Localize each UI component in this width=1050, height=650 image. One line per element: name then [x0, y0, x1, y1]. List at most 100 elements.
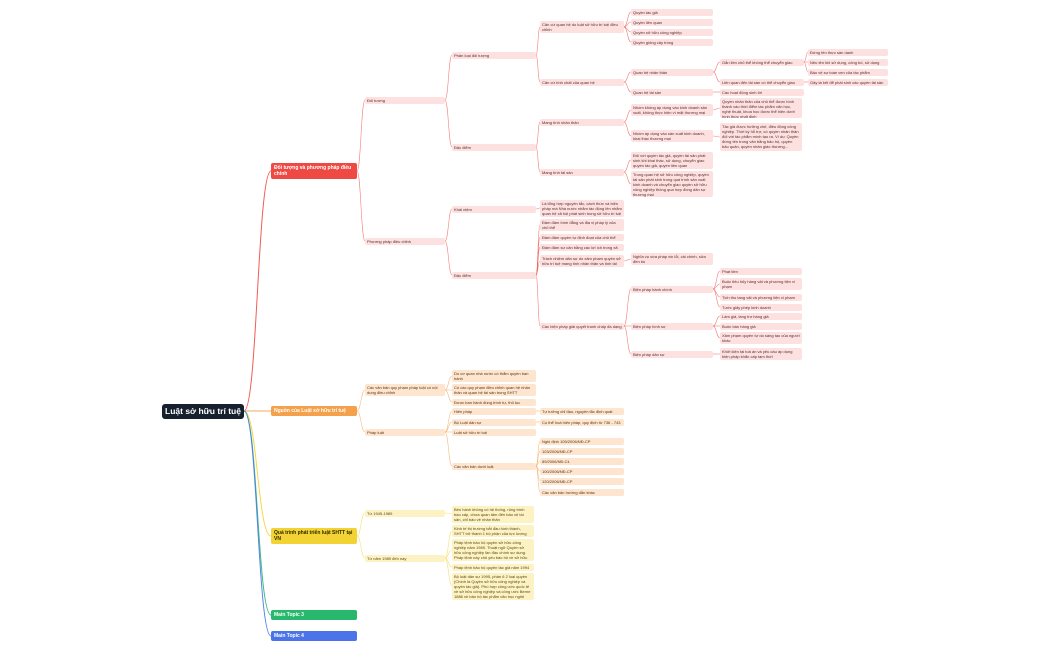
topic-qn1[interactable]: Gắn liền chủ thể không thể chuyển giao	[720, 58, 804, 66]
topic-d1d[interactable]: Tước giấy phép kinh doanh	[720, 303, 802, 311]
connector-d1b	[712, 283, 721, 290]
topic-c2a[interactable]: Đảm đảm bình đẳng và địa vị pháp lý của …	[540, 219, 624, 231]
topic-b1a1[interactable]: Quyền nhân thân của chủ thể được hình th…	[720, 98, 802, 118]
connector-c1	[444, 208, 453, 242]
topic-b2a[interactable]: Đối với quyền tác giả, quyền tài sản phá…	[631, 151, 713, 169]
connector-e2d	[444, 431, 453, 467]
connector-qn2	[712, 71, 721, 83]
topic-q3[interactable]: Quyền sở hữu công nghiệp	[631, 28, 713, 36]
topic-t5[interactable]: Main Topic 4	[271, 631, 357, 641]
topic-a2[interactable]: Phương pháp điều chỉnh	[365, 237, 445, 245]
topic-a1b[interactable]: Đặc điểm	[452, 143, 536, 151]
topic-e2[interactable]: Pháp luật	[365, 428, 445, 436]
topic-c2d[interactable]: Trách nhiệm dân sự do xâm phạm quyền sở …	[540, 255, 624, 267]
connector-qts	[623, 81, 632, 93]
topic-c1[interactable]: Khái niệm	[452, 205, 536, 213]
connector-t5	[243, 410, 272, 637]
topic-e1b[interactable]: Có các quy phạm điều chỉnh quan hệ nhân …	[452, 384, 536, 396]
topic-c1a[interactable]: Là tổng hợp nguyên tắc, cách thức và biệ…	[540, 199, 624, 217]
topic-e2d1[interactable]: Nghị định 105/2006/NĐ-CP	[540, 437, 624, 445]
topic-e2a[interactable]: Hiến pháp	[452, 407, 536, 415]
topic-b1[interactable]: Mang tính nhân thân	[540, 118, 624, 126]
topic-e1[interactable]: Các văn bản quy phạm pháp luật có nội du…	[365, 384, 445, 396]
topic-b1b1[interactable]: Tác giả được hưởng chế, điều động công n…	[720, 123, 802, 151]
connector-e1c	[444, 389, 453, 403]
topic-qn2[interactable]: Liên quan đến tài sản có thể chuyển giao	[720, 78, 804, 86]
topic-d2[interactable]: Biện pháp hình sự	[631, 322, 713, 330]
topic-e2d[interactable]: Các văn bản dưới luật	[452, 462, 536, 470]
topic-qts1[interactable]: Các hoạt động sinh lời	[720, 88, 804, 96]
topic-e2b1[interactable]: Cụ thể hoá hiến pháp, quy định từ 736 - …	[540, 418, 624, 426]
connector-e1a	[444, 375, 453, 391]
topic-t2[interactable]: Nguồn của Luật sở hữu trí tuệ	[271, 406, 357, 416]
connector-c2e	[535, 274, 541, 327]
topic-f2a[interactable]: Kinh tế thị trường bắt đầu hình thành, S…	[452, 525, 534, 537]
topic-b2[interactable]: Mang tính tài sản	[540, 168, 624, 176]
topic-a1[interactable]: Đối tượng	[365, 96, 445, 104]
topic-c2d1[interactable]: Nghĩa vụ vừa pháp xin lỗi, cải chính, sử…	[631, 253, 713, 265]
topic-a1a[interactable]: Phân loại đối tượng	[452, 51, 536, 59]
topic-c2e[interactable]: Các biện pháp giải quyết tranh chấp đa d…	[540, 322, 624, 330]
topic-b2b[interactable]: Trong quan hệ sở hữu công nghiệp, quyền …	[631, 171, 713, 197]
topic-f2c[interactable]: Pháp lệnh bảo hộ quyền tác giả năm 1994	[452, 563, 534, 571]
connector-e1	[356, 389, 366, 412]
topic-d1a[interactable]: Phạt tiền	[720, 267, 802, 275]
topic-e2a1[interactable]: Tự tưởng chỉ đạo, nguyên tắc định quát	[540, 407, 624, 415]
topic-e1a[interactable]: Do cơ quan nhà nước có thẩm quyền ban hà…	[452, 370, 536, 382]
topic-a1a2[interactable]: Căn cứ tính chất của quan hệ	[540, 78, 624, 86]
connector-b1	[535, 121, 541, 148]
connector-d1d	[712, 288, 721, 308]
topic-e2d3[interactable]: 89/2006/NĐ-CŁ	[540, 457, 624, 465]
topic-d2b[interactable]: Buôn bán hàng giả	[720, 322, 802, 330]
topic-q2[interactable]: Quyền liên quan	[631, 18, 713, 26]
connector-e2a	[444, 410, 453, 433]
topic-d1c[interactable]: Tịch thu tang vật và phương tiện vi phạm	[720, 293, 802, 301]
topic-e1c[interactable]: Được ban hành đúng trình tự, thủ tục	[452, 398, 536, 406]
topic-q1[interactable]: Quyền tác giả	[631, 8, 713, 16]
topic-f1[interactable]: Từ 1945-1989	[365, 509, 445, 517]
topic-qn1a[interactable]: Đứng tên thực sản danh	[808, 48, 888, 56]
topic-c2c[interactable]: Đảm đảm sự cân bằng các lợi ích trong xã…	[540, 243, 624, 251]
topic-e2d2[interactable]: 103/2006/NĐ-CP	[540, 447, 624, 455]
central-topic[interactable]: Luật sở hữu trí tuệ	[162, 403, 244, 419]
topic-c2b[interactable]: Đảm đảm quyền tự định đoạt của chủ thể	[540, 233, 624, 241]
connector-f2d	[444, 557, 453, 587]
topic-qts[interactable]: Quan hệ tài sản	[631, 88, 713, 96]
topic-qn2a[interactable]: Gây tà kết để phát sinh các quyền tài sả…	[808, 78, 888, 86]
topic-d2a[interactable]: Làm giả, làng trợ hàng giả	[720, 312, 802, 320]
connector-b1b1	[712, 135, 721, 138]
topic-c2[interactable]: Đặc điểm	[452, 271, 536, 279]
topic-f2d[interactable]: Bộ luật dân sự 1995, phần 6 2 loại quyền…	[452, 572, 534, 600]
topic-d1b[interactable]: Buộc tiêu hủy hàng vật và phương tiện vi…	[720, 278, 802, 290]
topic-b1a[interactable]: Nhóm không áp dụng vào kinh doanh sản xu…	[631, 104, 713, 116]
topic-d3a[interactable]: Khởi kiện tại toà án và yêu cầu áp dụng …	[720, 348, 802, 360]
connector-f2c	[444, 557, 453, 568]
topic-q4[interactable]: Quyền giống cây trồng	[631, 38, 713, 46]
topic-t1[interactable]: Đối tượng và phương pháp điều chỉnh	[271, 163, 357, 179]
topic-d3[interactable]: Biện pháp dân sự	[631, 350, 713, 358]
topic-a1a1[interactable]: Căn cứ quan hệ do luật sở hữu trí tuệ đi…	[540, 21, 624, 33]
topic-t4[interactable]: Main Topic 3	[271, 610, 357, 620]
topic-qn1c[interactable]: Bảo vệ sự toàn vẹn của tác phẩm	[808, 68, 888, 76]
connector-e2	[356, 410, 366, 433]
topic-e2d5[interactable]: 120/2006/NĐ-CP	[540, 477, 624, 485]
topic-e2d4[interactable]: 100/2006/NĐ-CP	[540, 467, 624, 475]
connector-a1b	[444, 99, 453, 148]
topic-f1a[interactable]: Bên hành không có hệ thống, rộng trình b…	[452, 505, 534, 523]
topic-f2[interactable]: Từ năm 1989 đến nay	[365, 554, 445, 562]
topic-t3[interactable]: Quá trình phát triển luật SHTT tại VN	[271, 528, 357, 544]
topic-qn1b[interactable]: Nêu tên khi sử dụng, công bố, sử dụng	[808, 58, 888, 66]
connector-b1a1	[712, 107, 721, 111]
topic-d1[interactable]: Biện pháp hành chính	[631, 285, 713, 293]
topic-qn[interactable]: Quan hệ nhân thân	[631, 68, 713, 76]
topic-e2c[interactable]: Luật sở hữu trí tuệ	[452, 428, 536, 436]
connector-q4	[623, 26, 632, 43]
connector-d1c	[712, 288, 721, 298]
topic-e2b[interactable]: Bộ Luật dân sự	[452, 418, 536, 426]
topic-d2c[interactable]: Xâm phạm quyền tự do sáng tạo của người …	[720, 332, 802, 344]
connector-d3	[623, 325, 632, 355]
topic-b1b[interactable]: Nhóm áp dụng vào sản xuất kinh doanh, kh…	[631, 130, 713, 142]
connector-b1a	[623, 109, 632, 123]
topic-f2b[interactable]: Pháp lệnh bảo hộ quyền sở hữu công nghiệ…	[452, 539, 534, 561]
topic-e2d6[interactable]: Các văn bản hướng dẫn khác	[540, 488, 624, 496]
